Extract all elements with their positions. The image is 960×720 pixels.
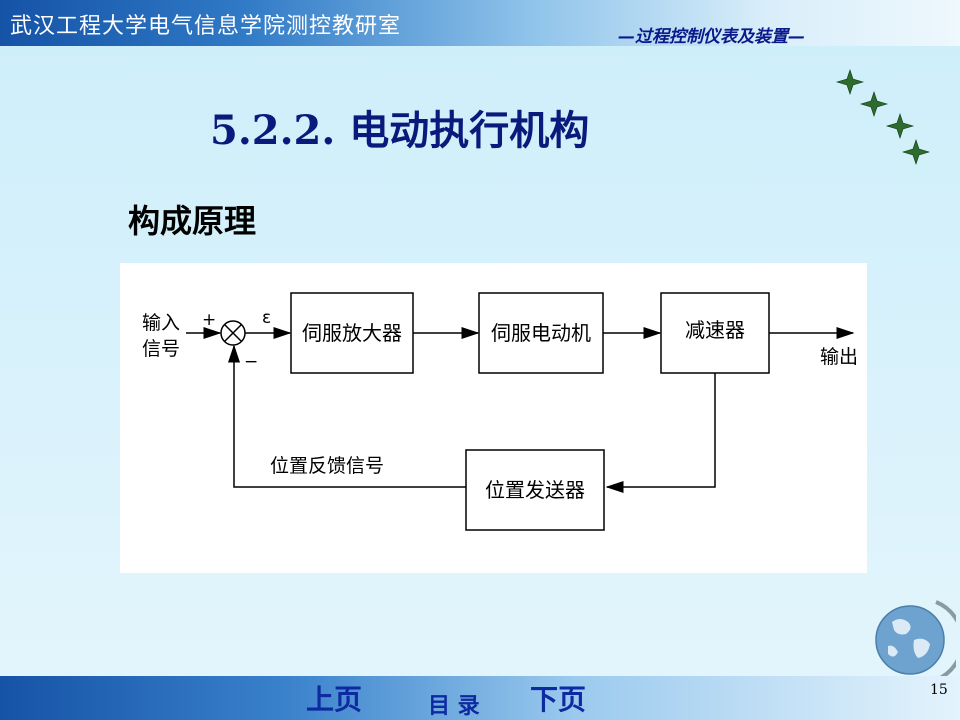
servo-motor-label: 伺服电动机 <box>491 321 591 345</box>
block-diagram: 输入 信号 + − ε 伺服放大器 伺服电动机 减速器 输出 位置发送器 位置 <box>120 263 867 573</box>
slide-title: 5.2.2. 电动执行机构 <box>210 107 590 154</box>
position-transmitter-label: 位置发送器 <box>485 478 585 502</box>
input-label: 输入 <box>142 312 180 334</box>
servo-amplifier-label: 伺服放大器 <box>302 321 402 345</box>
course-title: —过程控制仪表及装置— <box>618 27 805 47</box>
reducer-block <box>660 292 770 374</box>
slide-subtitle: 构成原理 <box>128 202 257 240</box>
output-label: 输出 <box>820 346 858 368</box>
star-icon <box>835 69 865 95</box>
footer-bar <box>0 676 960 720</box>
feedback-path-right <box>605 373 716 493</box>
minus-sign: − <box>244 352 258 372</box>
feedback-path-left <box>228 344 466 488</box>
prev-page-button[interactable]: 上页 <box>306 683 363 716</box>
star-icon <box>901 139 931 165</box>
input-label: 信号 <box>142 338 180 360</box>
position-transmitter-block <box>465 449 605 531</box>
org-name: 武汉工程大学电气信息学院测控教研室 <box>10 14 402 39</box>
reducer-label: 减速器 <box>685 318 745 342</box>
next-page-button[interactable]: 下页 <box>530 683 587 716</box>
feedback-label: 位置反馈信号 <box>270 455 384 477</box>
summing-junction <box>220 320 246 346</box>
star-icon <box>885 113 915 139</box>
error-symbol: ε <box>262 308 271 328</box>
header-bar: 武汉工程大学电气信息学院测控教研室 —过程控制仪表及装置— <box>0 0 960 47</box>
star-icon <box>859 91 889 117</box>
page-number: 15 <box>930 682 948 698</box>
servo-motor-block <box>478 292 604 374</box>
table-of-contents-button[interactable]: 目 录 <box>428 694 480 719</box>
plus-sign: + <box>202 310 216 330</box>
decorative-stars <box>830 66 940 180</box>
